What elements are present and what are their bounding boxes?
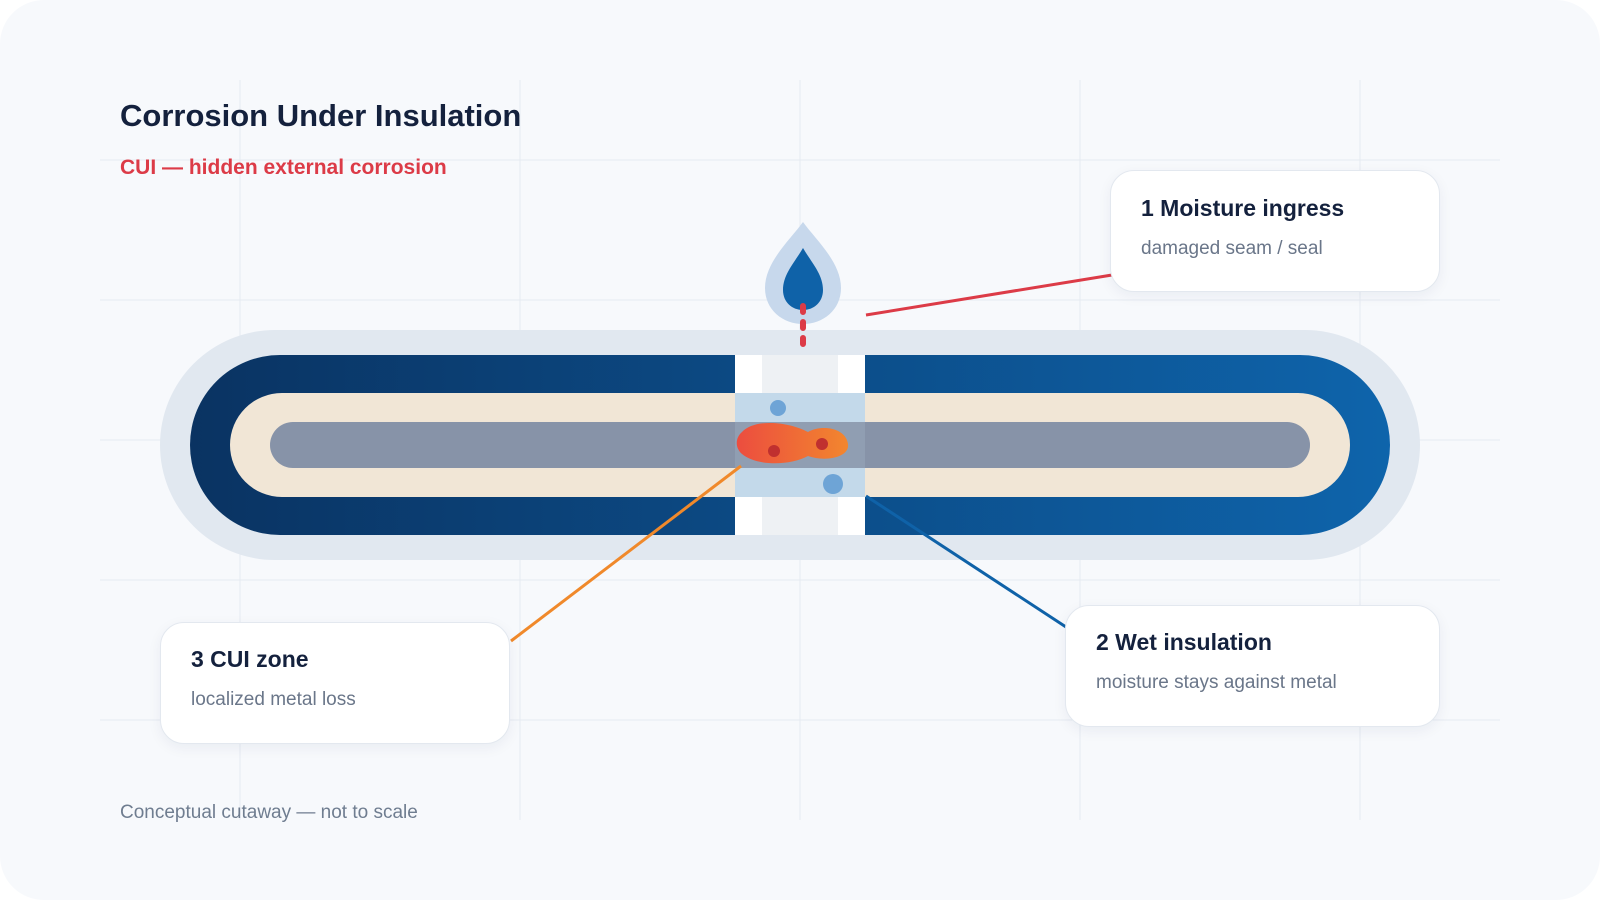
callout-detail: localized metal loss xyxy=(191,689,356,710)
corrosion-pit xyxy=(816,438,828,450)
callout-heading: 1 Moisture ingress xyxy=(1141,195,1345,221)
leader-line-2 xyxy=(865,494,1067,629)
callout-heading: 2 Wet insulation xyxy=(1096,629,1272,655)
footnote: Conceptual cutaway — not to scale xyxy=(120,802,418,823)
moisture-bubble xyxy=(823,474,843,494)
leader-line-1 xyxy=(865,273,1113,317)
corrosion-spot xyxy=(736,422,849,464)
diagram-subtitle: CUI — hidden external corrosion xyxy=(120,156,447,179)
moisture-bubble xyxy=(770,400,786,416)
callout-moisture-ingress: 1 Moisture ingress damaged seam / seal xyxy=(1110,170,1440,292)
callout-detail: moisture stays against metal xyxy=(1096,672,1337,693)
callout-detail: damaged seam / seal xyxy=(1141,238,1323,259)
leader-line-3 xyxy=(510,464,742,643)
diagram-title: Corrosion Under Insulation xyxy=(120,98,522,133)
water-drop-icon xyxy=(765,222,841,324)
corrosion-pit xyxy=(768,445,780,457)
callout-wet-insulation: 2 Wet insulation moisture stays against … xyxy=(1065,605,1440,727)
callout-heading: 3 CUI zone xyxy=(191,646,309,672)
callout-cui-zone: 3 CUI zone localized metal loss xyxy=(160,622,510,744)
